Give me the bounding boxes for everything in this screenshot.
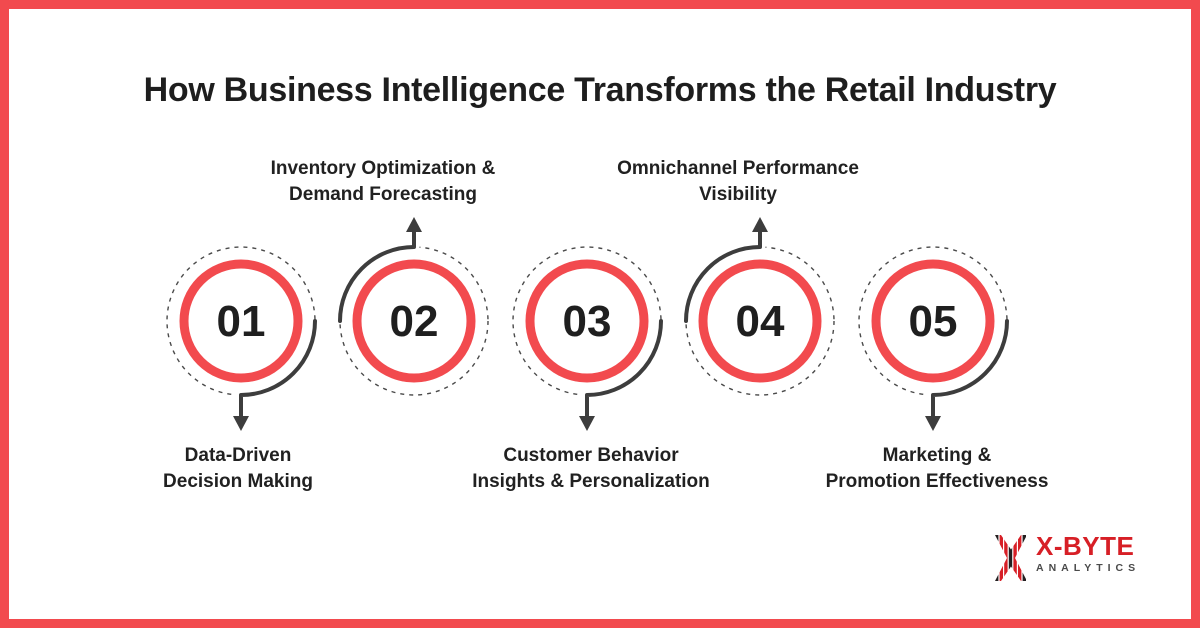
step-number: 03: [563, 297, 612, 346]
step-number: 05: [909, 297, 958, 346]
step-label-below-03: Customer Behavior Insights & Personaliza…: [472, 445, 710, 492]
brand-logo: X-BYTE ANALYTICS: [995, 533, 1140, 581]
arrow-down-icon: [233, 416, 249, 431]
step-number: 01: [217, 297, 266, 346]
brand-subtitle: ANALYTICS: [1036, 562, 1141, 574]
page-title: How Business Intelligence Transforms the…: [143, 71, 1057, 109]
number-ring: [352, 259, 476, 383]
number-ring: [698, 259, 822, 383]
step-number: 04: [736, 297, 785, 346]
logo-mark-icon: [995, 535, 1026, 581]
logo-text: X-BYTE ANALYTICS: [1036, 531, 1141, 575]
dashed-circle: [685, 246, 835, 396]
step-unit-05: 05: [858, 246, 1013, 431]
arrow-up-icon: [752, 217, 768, 232]
step-label-below-05: Marketing & Promotion Effectiveness: [825, 445, 1049, 492]
step-unit-03: 03: [512, 246, 667, 431]
step-unit-02: 02: [334, 217, 489, 396]
number-ring: [525, 259, 649, 383]
step-label-above-04: Omnichannel Performance Visibility: [617, 158, 859, 205]
step-label-below-01: Data-Driven Decision Making: [163, 445, 313, 492]
number-ring: [179, 259, 303, 383]
step-unit-04: 04: [680, 217, 835, 396]
step-number: 02: [390, 297, 439, 346]
step-unit-01: 01: [166, 246, 321, 431]
dashed-circle: [339, 246, 489, 396]
connector-arc: [684, 229, 762, 323]
step-label-above-02: Inventory Optimization & Demand Forecast…: [270, 158, 496, 205]
connector-arc: [585, 319, 663, 419]
connector-arc: [338, 229, 416, 323]
number-ring: [871, 259, 995, 383]
connector-arc: [239, 319, 317, 419]
connector-arc: [931, 319, 1009, 419]
arrow-up-icon: [406, 217, 422, 232]
arrow-down-icon: [579, 416, 595, 431]
arrow-down-icon: [925, 416, 941, 431]
brand-name: X-BYTE: [1036, 531, 1135, 561]
